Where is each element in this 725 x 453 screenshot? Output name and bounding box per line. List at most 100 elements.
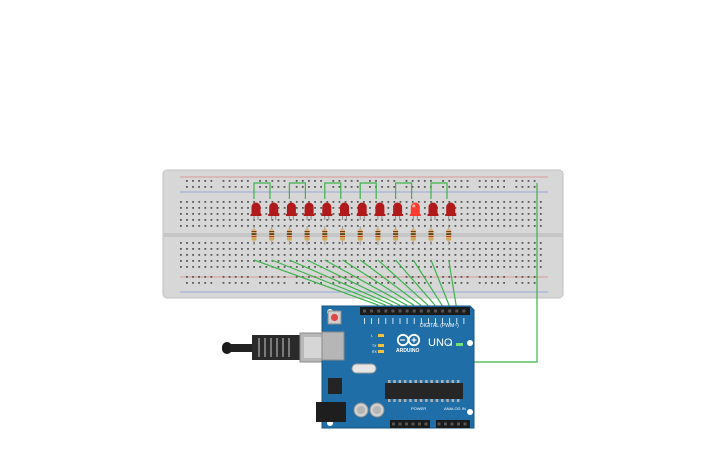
breadboard-hole <box>320 180 322 182</box>
breadboard-hole <box>369 260 371 262</box>
breadboard-hole <box>356 180 359 182</box>
wire-jumper[interactable] <box>253 182 271 199</box>
breadboard-hole <box>381 225 384 227</box>
led[interactable] <box>393 202 403 216</box>
breadboard-hole <box>320 225 323 227</box>
breadboard-hole <box>350 242 353 244</box>
breadboard-hole <box>442 201 445 203</box>
led[interactable] <box>357 202 367 216</box>
breadboard-hole <box>491 186 493 188</box>
breadboard-hole <box>350 180 353 182</box>
chip-pin <box>441 399 444 402</box>
led[interactable] <box>251 202 261 216</box>
breadboard-hole <box>442 207 445 209</box>
usb-port[interactable] <box>321 331 345 361</box>
breadboard-hole <box>503 260 506 262</box>
leds[interactable] <box>250 202 457 221</box>
chip-pin <box>425 380 428 383</box>
breadboard-hole <box>369 219 371 221</box>
led[interactable] <box>269 202 279 216</box>
led[interactable] <box>375 202 385 216</box>
breadboard-hole <box>424 266 426 268</box>
breadboard-hole <box>271 186 274 188</box>
breadboard-hole <box>271 254 274 256</box>
breadboard-hole <box>308 180 310 182</box>
resistors[interactable] <box>251 226 452 245</box>
breadboard-hole <box>393 254 396 256</box>
reset-button-cap <box>330 313 339 322</box>
breadboard-hole <box>485 242 487 244</box>
breadboard-hole <box>277 207 280 209</box>
breadboard-hole <box>283 219 286 221</box>
breadboard-hole <box>222 186 225 188</box>
breadboard-hole <box>247 254 249 256</box>
breadboard-hole <box>180 219 182 221</box>
led[interactable] <box>286 202 296 216</box>
breadboard-hole <box>326 242 329 244</box>
wire-jumper[interactable] <box>359 182 377 199</box>
breadboard-hole <box>332 266 335 268</box>
breadboard-hole <box>411 225 414 227</box>
breadboard-hole <box>515 213 518 215</box>
led-rim <box>339 214 350 216</box>
usb-cable-strain <box>230 344 252 352</box>
breadboard-hole <box>356 225 359 227</box>
breadboard-hole <box>381 266 384 268</box>
breadboard-hole <box>369 186 371 188</box>
breadboard-hole <box>387 207 390 209</box>
breadboard-hole <box>460 186 463 188</box>
breadboard-hole <box>326 225 329 227</box>
breadboard-hole <box>180 254 182 256</box>
wire-jumper[interactable] <box>395 182 413 199</box>
breadboard-hole <box>295 248 298 250</box>
breadboard-hole <box>210 266 213 268</box>
breadboard-hole <box>222 242 225 244</box>
breadboard-hole <box>472 266 475 268</box>
breadboard-hole <box>478 201 481 203</box>
breadboard-hole <box>515 254 518 256</box>
breadboard-hole <box>314 180 316 182</box>
led[interactable] <box>340 202 349 216</box>
led[interactable] <box>304 202 314 216</box>
breadboard-hole <box>320 276 322 278</box>
breadboard-hole <box>234 260 237 262</box>
breadboard-hole <box>180 248 182 250</box>
wire-jumper[interactable] <box>288 182 306 199</box>
dc-power-jack[interactable] <box>316 402 346 422</box>
resistor-band <box>375 238 381 240</box>
breadboard-hole <box>448 201 451 203</box>
led[interactable] <box>410 202 420 216</box>
breadboard-hole <box>527 248 530 250</box>
wire-jumper[interactable] <box>430 182 448 199</box>
led[interactable] <box>322 202 332 216</box>
arduino-uno[interactable]: DIGITAL (PWM~) ARDUINO UNO L TX RX ON <box>316 305 475 429</box>
breadboard-hole <box>222 266 225 268</box>
breadboard-hole <box>527 180 530 182</box>
led[interactable] <box>446 202 456 216</box>
breadboard-hole <box>405 225 408 227</box>
breadboard-hole <box>375 248 377 250</box>
breadboard[interactable] <box>162 169 564 299</box>
breadboard-hole <box>344 276 347 278</box>
breadboard-hole <box>466 260 469 262</box>
header-pin <box>419 309 423 313</box>
breadboard-hole <box>472 225 475 227</box>
breadboard-hole <box>436 219 438 221</box>
breadboard-hole <box>265 254 268 256</box>
breadboard-hole <box>448 276 451 278</box>
breadboard-hole <box>314 186 316 188</box>
breadboard-hole <box>454 207 457 209</box>
breadboard-hole <box>332 248 335 250</box>
breadboard-hole <box>204 219 207 221</box>
breadboard-hole <box>527 276 530 278</box>
wire-jumper[interactable] <box>324 182 342 199</box>
breadboard-hole <box>472 242 475 244</box>
breadboard-hole <box>204 201 207 203</box>
breadboard-hole <box>350 254 353 256</box>
led-rim <box>321 214 333 216</box>
crystal <box>351 363 377 374</box>
power-header[interactable] <box>390 420 430 428</box>
breadboard-hole <box>192 225 194 227</box>
led[interactable] <box>428 202 438 216</box>
